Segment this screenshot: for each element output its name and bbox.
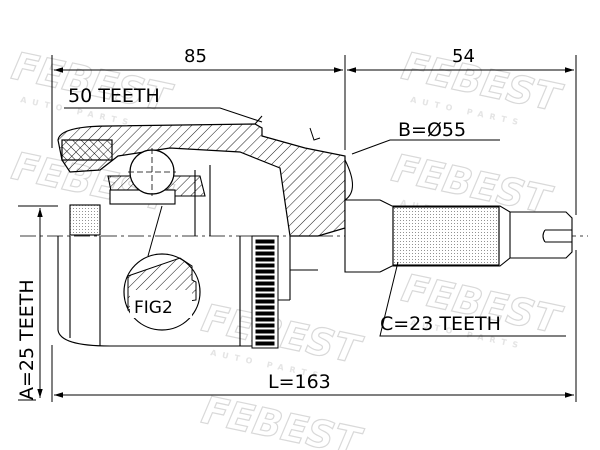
abs-tooth [255,287,275,292]
leader-lines [64,107,566,337]
dimension-lines [37,67,574,398]
abs-tooth [255,263,275,268]
watermark-lower-left: FEBEST [198,296,367,373]
abs-ring [251,235,279,349]
abs-tooth [255,275,275,280]
dim-85-label: 85 [184,46,207,67]
abs-tooth [255,341,275,346]
leader-b [351,139,500,155]
leader-c [379,261,566,337]
abs-tooth [255,305,275,310]
abs-tooth [255,239,275,244]
bracket [254,115,321,141]
shaft [344,159,573,273]
abs-tooth [255,299,275,304]
overall-length-label: L=163 [268,371,331,393]
outer-housing [57,123,346,237]
shaft-spline [392,206,500,266]
abs-tooth [255,281,275,286]
abs-tooth [255,317,275,322]
abs-tooth [255,293,275,298]
fig2-label: FIG2 [134,298,173,318]
watermark-top-right: FEBEST [398,44,567,121]
fig2-detail: FIG2 [123,205,201,331]
abs-tooth [255,245,275,250]
abs-tooth [255,269,275,274]
abs-tooth [255,311,275,316]
abs-tooth [255,329,275,334]
abs-tooth [255,335,275,340]
lower-body [57,236,318,347]
abs-tooth [255,251,275,256]
ball [128,148,176,196]
inner-spline-label: A=25 TEETH [16,279,38,400]
extension-lines [18,55,577,402]
leader-50-teeth [64,107,263,123]
outer-teeth-label: 50 TEETH [68,85,160,107]
abs-tooth [255,257,275,262]
abs-tooth [255,323,275,328]
watermark-bottom: FEBEST [198,388,367,450]
outer-diameter-label: B=Ø55 [398,119,466,141]
shaft-spline-label: C=23 TEETH [380,313,501,335]
housing-flange-top [61,139,113,161]
dim-54-label: 54 [452,46,475,67]
watermark-top-left: FEBEST [8,44,177,121]
